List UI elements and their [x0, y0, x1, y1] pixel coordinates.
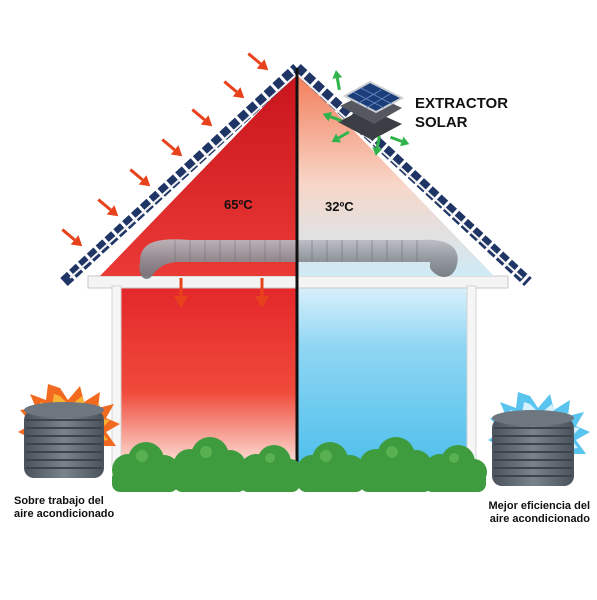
left-caption-line2: aire acondicionado — [14, 508, 115, 520]
bush — [240, 445, 303, 492]
house-walls — [87, 275, 509, 467]
roof — [60, 63, 532, 287]
corner-trim-left — [111, 285, 122, 467]
cool-ac-unit — [488, 392, 590, 486]
heat-arrow-icon — [97, 198, 119, 217]
heat-arrow-icon — [255, 278, 269, 308]
ac-unit-top — [492, 410, 574, 426]
bush-highlights — [136, 446, 459, 463]
left-caption-line1: Sobre trabajo del — [14, 495, 104, 507]
ac-unit-top — [24, 402, 104, 418]
airflow-arrow-icon — [389, 135, 410, 147]
bushes — [112, 437, 487, 492]
airflow-arrows — [322, 70, 410, 156]
extractor-label: EXTRACTOR SOLAR — [415, 94, 508, 132]
roof-right-edge — [293, 63, 532, 287]
airflow-arrow-icon — [331, 130, 350, 143]
ac-unit-grille — [26, 419, 102, 469]
heat-arrows — [61, 52, 269, 308]
right-caption-line1: Mejor eficiencia del — [488, 500, 590, 512]
right-caption: Mejor eficiencia del aire acondicionado — [480, 500, 590, 526]
heat-arrow-icon — [161, 138, 183, 157]
extractor-label-line2: SOLAR — [415, 114, 468, 131]
attic-duct — [139, 239, 458, 279]
roof-left-underline — [69, 73, 298, 279]
hot-ac-unit — [18, 384, 120, 478]
solar-extractor — [322, 70, 410, 156]
hot-attic — [100, 72, 297, 276]
heat-arrow-icon — [174, 278, 188, 308]
roof-right-underline — [296, 73, 523, 279]
extractor-base — [338, 108, 402, 140]
airflow-arrow-icon — [322, 111, 343, 123]
heat-arrow-icon — [191, 108, 213, 127]
bush — [424, 445, 487, 492]
solar-panel-icon — [342, 80, 405, 114]
roof-left-edge — [60, 63, 301, 287]
left-caption: Sobre trabajo del aire acondicionado — [14, 495, 154, 521]
bush — [112, 442, 179, 492]
heat-arrow-icon — [247, 52, 269, 71]
bush — [359, 437, 432, 492]
hot-attic-temperature: 65ºC — [224, 197, 253, 212]
extractor-label-line1: EXTRACTOR — [415, 95, 509, 112]
ac-unit-grille — [494, 427, 572, 477]
solar-panel-grid — [352, 87, 393, 109]
heat-arrow-icon — [223, 80, 245, 99]
corner-trim-right — [466, 285, 477, 467]
cool-attic-temperature: 32ºC — [325, 199, 354, 214]
airflow-arrow-icon — [332, 70, 343, 91]
heat-arrow-icon — [61, 228, 83, 247]
heat-arrow-icon — [129, 168, 151, 187]
airflow-arrow-icon — [372, 135, 383, 156]
duct-tube — [139, 239, 458, 279]
cool-wall — [298, 283, 468, 465]
duct-ribs — [174, 240, 418, 262]
hot-wall — [120, 283, 296, 465]
right-caption-line2: aire acondicionado — [489, 513, 590, 525]
